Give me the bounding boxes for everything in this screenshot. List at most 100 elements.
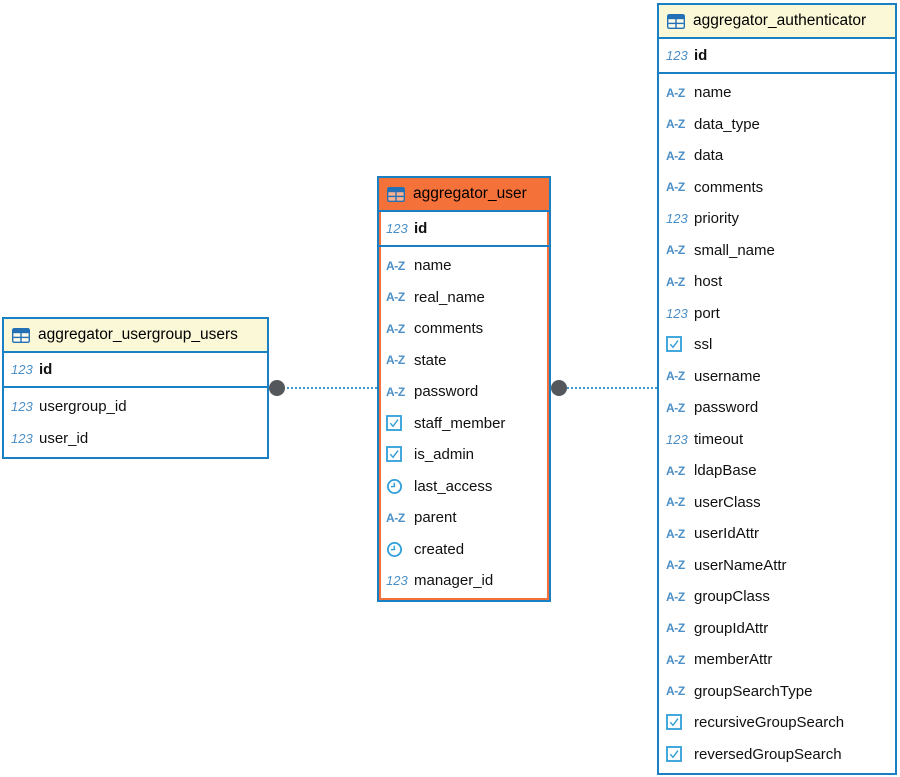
column-name: password <box>694 399 759 417</box>
string-type-icon: A-Z <box>666 621 685 636</box>
column-row[interactable]: A-Z userClass <box>659 487 895 519</box>
string-type-icon: A-Z <box>666 85 685 100</box>
number-type-icon: 123 <box>386 573 408 589</box>
column-name: name <box>694 84 732 102</box>
primary-key-compartment: 123 id <box>659 39 895 74</box>
relation-line-user-authenticator[interactable] <box>555 387 657 389</box>
column-name: groupClass <box>694 588 770 606</box>
column-name: comments <box>694 178 764 196</box>
column-row[interactable]: A-Z groupClass <box>659 581 895 613</box>
table-icon <box>12 327 30 343</box>
string-type-icon: A-Z <box>666 589 685 604</box>
column-row[interactable]: last_access <box>379 471 549 503</box>
number-type-icon: 123 <box>666 211 688 227</box>
column-name: userClass <box>694 493 761 511</box>
column-row[interactable]: 123 id <box>659 39 895 72</box>
column-row[interactable]: 123 timeout <box>659 424 895 456</box>
number-type-icon: 123 <box>11 430 33 446</box>
column-name: password <box>414 383 479 401</box>
column-name: port <box>694 304 720 322</box>
datetime-type-icon <box>386 541 414 558</box>
relation-line-usergroup-user[interactable] <box>272 387 377 389</box>
column-name: groupSearchType <box>694 682 813 700</box>
entity-header[interactable]: aggregator_user <box>379 178 549 212</box>
column-name: created <box>414 540 465 558</box>
column-name: recursiveGroupSearch <box>694 714 845 732</box>
column-row[interactable]: created <box>379 534 549 566</box>
entity-title: aggregator_user <box>413 185 527 202</box>
string-type-icon: A-Z <box>386 384 405 399</box>
column-name: usergroup_id <box>39 398 127 416</box>
string-type-icon: A-Z <box>666 148 685 163</box>
string-type-icon: A-Z <box>666 526 685 541</box>
column-row[interactable]: A-Z data <box>659 140 895 172</box>
column-name: real_name <box>414 288 485 306</box>
column-row[interactable]: A-Z real_name <box>379 282 549 314</box>
number-type-icon: 123 <box>666 431 688 447</box>
number-type-icon: 123 <box>386 221 408 236</box>
string-type-icon: A-Z <box>666 180 685 195</box>
boolean-type-icon <box>666 745 694 763</box>
column-name: timeout <box>694 430 744 448</box>
boolean-type-icon <box>386 446 414 463</box>
column-row[interactable]: A-Z comments <box>659 172 895 204</box>
boolean-type-icon <box>666 336 694 353</box>
column-name: last_access <box>414 477 493 495</box>
column-row[interactable]: recursiveGroupSearch <box>659 707 895 739</box>
column-row[interactable]: ssl <box>659 329 895 361</box>
relation-endpoint-dot[interactable] <box>551 380 567 396</box>
column-name: id <box>39 361 53 378</box>
column-name: data <box>694 147 724 165</box>
column-row[interactable]: A-Z password <box>379 376 549 408</box>
column-row[interactable]: reversedGroupSearch <box>659 739 895 771</box>
string-type-icon: A-Z <box>386 290 405 305</box>
column-row[interactable]: A-Z name <box>659 77 895 109</box>
number-type-icon: 123 <box>666 48 688 63</box>
string-type-icon: A-Z <box>666 652 685 667</box>
entity-header[interactable]: aggregator_authenticator <box>659 5 895 39</box>
string-type-icon: A-Z <box>666 463 685 478</box>
relation-endpoint-dot[interactable] <box>269 380 285 396</box>
column-row[interactable]: staff_member <box>379 408 549 440</box>
table-icon <box>387 186 405 202</box>
column-row[interactable]: is_admin <box>379 439 549 471</box>
column-name: staff_member <box>414 414 506 432</box>
column-name: host <box>694 273 723 291</box>
boolean-type-icon <box>666 714 694 731</box>
string-type-icon: A-Z <box>666 495 685 510</box>
column-name: id <box>694 47 708 64</box>
entity-header[interactable]: aggregator_usergroup_users <box>4 319 267 353</box>
column-name: username <box>694 367 761 385</box>
